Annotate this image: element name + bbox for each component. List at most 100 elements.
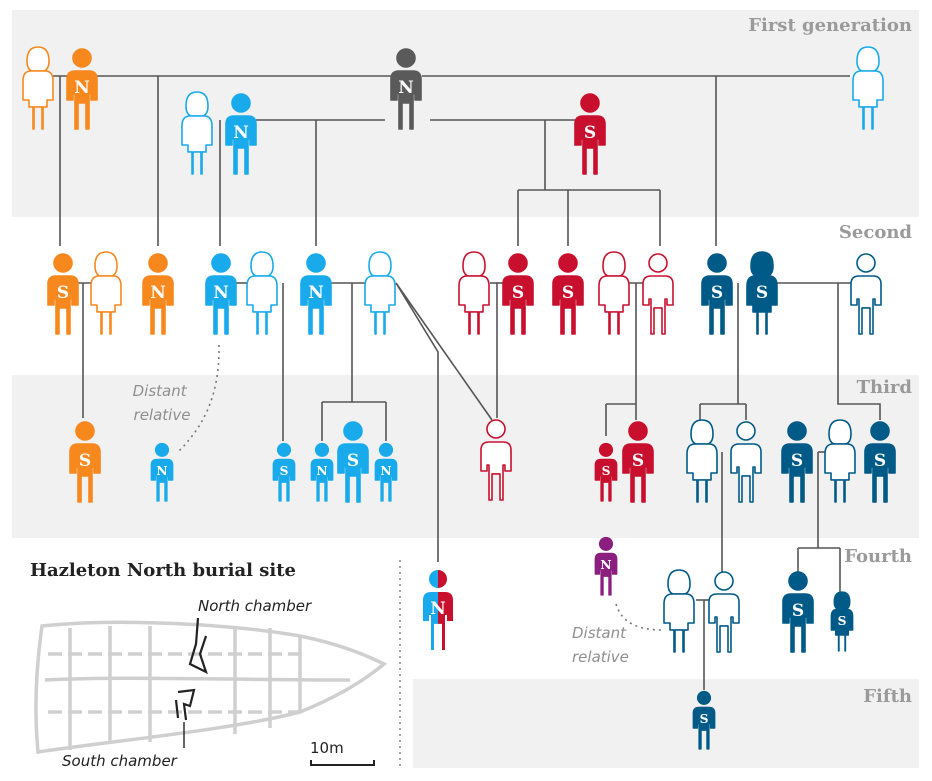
distant-relative-label-2-line2: relative [572, 648, 629, 666]
person-head-icon [148, 253, 168, 273]
person-head-icon [185, 91, 209, 117]
burial-site-map: Hazleton North burial site North chamber… [30, 560, 388, 770]
person-head-icon [828, 419, 852, 445]
person-head-icon [72, 48, 92, 68]
person-head-icon [787, 421, 807, 441]
dotted-distant-relative-1 [177, 344, 220, 453]
person-g2-red-f1 [458, 251, 490, 335]
person-head-icon [648, 253, 668, 273]
person-g3-navy-f2 [824, 419, 856, 503]
person-chamber-letter: S [562, 283, 574, 303]
person-g1-founder: N [390, 48, 422, 130]
person-head-icon [343, 421, 363, 441]
band-fifth-generation [413, 679, 919, 768]
person-chamber-letter: S [700, 712, 709, 726]
person-g3-blue-4: N [374, 442, 398, 502]
person-body-icon [480, 441, 512, 501]
band-first-generation [12, 10, 919, 217]
distant-relative-label-1-line1: Distant [133, 382, 188, 400]
person-head-icon [486, 419, 506, 439]
distant-relative-label-2: Distant relative [572, 624, 631, 666]
line-to-navy-g4-s [797, 452, 841, 592]
person-chamber-letter: S [792, 601, 804, 621]
person-chamber-letter: S [838, 614, 847, 628]
person-body-icon [364, 275, 396, 335]
person-chamber-letter: N [316, 464, 327, 478]
person-body-icon [692, 706, 716, 750]
person-body-icon [594, 458, 618, 502]
distant-relative-label-1: Distant relative [133, 382, 192, 424]
person-head-icon [856, 253, 876, 273]
person-g3-red-1: S [594, 442, 618, 502]
person-chamber-letter: N [74, 78, 90, 98]
person-g5-navy: S [692, 690, 716, 750]
generation-label-fifth: Fifth [863, 686, 912, 707]
person-g2-blue-f2 [364, 251, 396, 335]
person-g2-navy-m2: S [746, 251, 778, 335]
person-head-icon [75, 421, 95, 441]
generation-label-first: First generation [748, 15, 912, 36]
person-g3-navy-m1 [730, 421, 762, 503]
person-g4-navy-f [663, 569, 695, 653]
person-g2-orange-m2: N [142, 253, 174, 335]
person-chamber-letter: S [711, 283, 723, 303]
person-head-icon [462, 251, 486, 277]
person-body-icon [47, 275, 79, 335]
person-head-icon [736, 421, 756, 441]
line-to-navy-g3-s2 [837, 283, 881, 420]
line-to-mixed-g4 [395, 282, 439, 562]
line-to-red-children [517, 120, 661, 246]
person-body-icon [181, 115, 213, 175]
person-body-icon [782, 593, 814, 653]
generation-label-third: Third [857, 377, 913, 398]
person-g1-orange-m: N [66, 48, 98, 130]
person-head-icon [154, 442, 170, 457]
person-head-icon [250, 251, 274, 277]
person-chamber-letter: S [347, 451, 359, 471]
line-to-red-outline-g3 [395, 282, 493, 421]
person-chamber-letter: S [632, 451, 644, 471]
person-g3-blue-1: S [272, 442, 296, 502]
person-g3-blue-distant: N [150, 442, 174, 502]
cairn-plan [34, 617, 388, 754]
person-body-icon [622, 443, 654, 503]
person-body-icon [458, 275, 490, 335]
person-head-icon [598, 442, 614, 457]
person-chamber-letter: N [156, 464, 167, 478]
person-chamber-letter: N [430, 599, 446, 619]
scale-label: 10m [310, 739, 344, 757]
person-g4-purple: N [594, 536, 618, 596]
person-body-icon [781, 443, 813, 503]
person-body-icon [642, 275, 674, 335]
person-head-icon [598, 536, 614, 551]
person-g3-red-2: S [622, 421, 654, 503]
person-body-icon [552, 275, 584, 335]
person-g4-mixed: N [423, 570, 453, 650]
person-body-icon [574, 115, 606, 175]
north-chamber-label: North chamber [198, 597, 312, 615]
person-head-icon [856, 46, 880, 72]
cairn-outline [34, 620, 388, 754]
person-head-icon [53, 253, 73, 273]
person-body-icon [708, 593, 740, 653]
person-head-icon [211, 253, 231, 273]
person-chamber-letter: S [584, 123, 596, 143]
person-body-icon [69, 443, 101, 503]
person-head-icon [306, 253, 326, 273]
person-body-icon [824, 443, 856, 503]
person-chamber-letter: S [602, 464, 611, 478]
person-g3-orange: S [69, 421, 101, 503]
person-chamber-letter: N [398, 78, 414, 98]
person-body-icon [337, 443, 369, 503]
person-chamber-letter: N [308, 283, 324, 303]
cairn-centre-wall [44, 676, 351, 682]
person-head-icon [628, 421, 648, 441]
person-head-icon [508, 253, 528, 273]
person-head-icon [833, 591, 851, 610]
person-head-icon [580, 93, 600, 113]
person-head-icon [368, 251, 392, 277]
scale-bar [310, 760, 375, 766]
person-g3-blue-2: N [310, 442, 334, 502]
